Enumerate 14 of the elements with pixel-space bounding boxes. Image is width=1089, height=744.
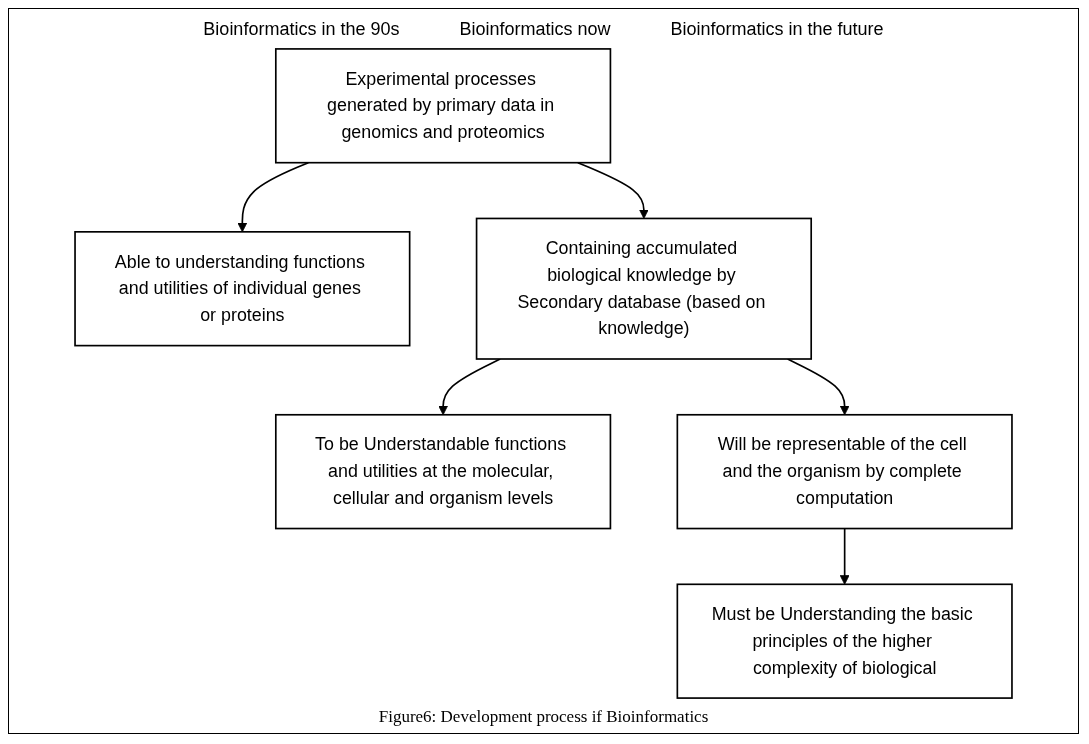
node-box — [676, 583, 1013, 699]
node-box — [74, 231, 411, 347]
figure-frame: Bioinformatics in the 90s Bioinformatics now Bioinformatics in the future Experimental processes generated by primary data in genomics and proteomics Able to understanding functions and utilities of individual genes or proteins Containing accumulated biological knowledge by Secondary database (based on knowledge) To be Understandable functions and utilities at the molecular, cellular and organism levels Will be representable of the cell and the organism by complete computation Must be Understanding the basic principles of the higher complexity of biological Figure6: Development process if Bioinformatics — [8, 8, 1079, 734]
node-box — [274, 413, 612, 530]
arrow — [577, 161, 649, 219]
arrow — [839, 527, 850, 585]
section-heading: Bioinformatics in the 90s — [203, 19, 400, 40]
arrow — [438, 358, 501, 416]
node-box — [676, 413, 1013, 530]
node-box — [475, 217, 813, 360]
section-heading: Bioinformatics in the future — [670, 19, 884, 40]
section-heading: Bioinformatics now — [459, 19, 611, 40]
figure-caption: Figure6: Development process if Bioinformatics — [378, 707, 709, 727]
node-box — [274, 48, 612, 164]
